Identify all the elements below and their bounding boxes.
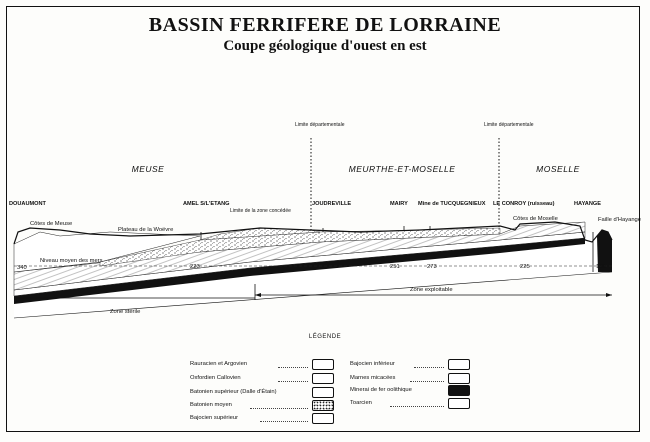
zone-sterile-arrow: Zone stérile <box>14 284 256 315</box>
legend-label: Toarcien <box>350 400 372 406</box>
legend-label: Bajocien inférieur <box>350 361 395 367</box>
legend-item-toarcien: Toarcien <box>350 398 475 410</box>
legend-label: Batonien moyen <box>190 402 232 408</box>
legend-swatch-blank <box>312 387 334 398</box>
legend-item-batonien-superieur: Batonien supérieur (Dalle d'Étain) <box>190 387 335 399</box>
legend-label: Bajocien supérieur <box>190 415 239 421</box>
locality-tucquegnieux: Mine de TUCQUEGNIEUX <box>418 201 486 207</box>
legend-title: LÉGENDE <box>308 334 342 340</box>
boundary-right-label: Limite départementale <box>484 122 534 128</box>
legend-item-bajocien-superieur: Bajocien supérieur <box>190 413 335 425</box>
zone-exploitable-label: Zone exploitable <box>410 287 453 293</box>
annotation-cotes-moselle: Côtes de Moselle <box>513 216 558 222</box>
elevation-189: 189 <box>596 264 606 270</box>
page-title: BASSIN FERRIFERE DE LORRAINE <box>148 14 502 36</box>
zone-sterile-label: Zone stérile <box>110 309 140 315</box>
region-meuse: MEUSE <box>132 164 165 174</box>
legend-item-batonien-moyen: Batonien moyen <box>190 400 335 412</box>
topographic-profile <box>13 221 613 245</box>
geological-layers <box>13 221 613 319</box>
page-subtitle: Coupe géologique d'ouest en est <box>223 38 427 54</box>
legend-label: Marnes micacées <box>350 375 396 381</box>
locality-amel: AMEL S/L'ETANG <box>183 201 230 207</box>
annotation-niveau-mers: Niveau moyen des mers <box>40 258 103 264</box>
elevation-273: 273 <box>427 264 437 270</box>
legend-item-rauracien: Rauracien et Argovien <box>190 359 335 371</box>
iron-ore-layer <box>14 238 585 304</box>
locality-douaumont: DOUAUMONT <box>9 201 47 207</box>
legend-swatch-blank <box>448 398 470 409</box>
legend-swatch-gravel <box>312 400 334 411</box>
region-meurthe-et-moselle: MEURTHE-ET-MOSELLE <box>349 164 456 174</box>
legend-item-oxfordien: Oxfordien Callovien <box>190 373 335 385</box>
legend-swatch-blank <box>448 373 470 384</box>
annotation-limite-zone: Limite de la zone concédée <box>230 208 291 214</box>
hayange-fault-block <box>597 230 612 272</box>
legend-label: Rauracien et Argovien <box>190 361 248 367</box>
elevation-225: 225 <box>520 264 530 270</box>
legend-swatch-blank <box>312 373 334 384</box>
legend-label: Minerai de fer oolithique <box>350 387 412 393</box>
elevation-223: 223 <box>190 264 200 270</box>
legend-item-minerai-fer: Minerai de fer oolithique <box>350 385 475 397</box>
legend-item-marnes-micacees: Marnes micacées <box>350 373 475 385</box>
legend-swatch-blank <box>312 359 334 370</box>
locality-mairy: MAIRY <box>390 201 408 207</box>
elevation-251: 251 <box>390 264 400 270</box>
annotation-faille-hayange: Faille d'Hayange <box>598 217 641 223</box>
locality-conroy: LE CONROY (ruisseau) <box>493 201 555 207</box>
annotation-cotes-meuse: Côtes de Meuse <box>30 221 72 227</box>
annotation-plateau-woevre: Plateau de la Woëvre <box>118 227 173 233</box>
legend-swatch-blank <box>448 359 470 370</box>
boundary-left-label: Limite départementale <box>295 122 345 128</box>
region-moselle: MOSELLE <box>536 164 580 174</box>
legend-swatch-blank <box>312 413 334 424</box>
boundary-left: Limite départementale <box>295 122 345 272</box>
legend-label: Batonien supérieur (Dalle d'Étain) <box>190 389 277 395</box>
page-frame <box>6 6 640 432</box>
legend-swatch-black <box>448 385 470 396</box>
locality-joudreville: JOUDREVILLE <box>312 201 351 207</box>
legend-item-bajocien-inferieur: Bajocien inférieur <box>350 359 475 371</box>
elevation-340: 340 <box>17 265 27 271</box>
zone-exploitable-arrow: Zone exploitable <box>255 287 612 297</box>
legend-label: Oxfordien Callovien <box>190 375 241 381</box>
locality-hayange: HAYANGE <box>574 201 601 207</box>
boundary-right: Limite départementale <box>484 122 534 272</box>
